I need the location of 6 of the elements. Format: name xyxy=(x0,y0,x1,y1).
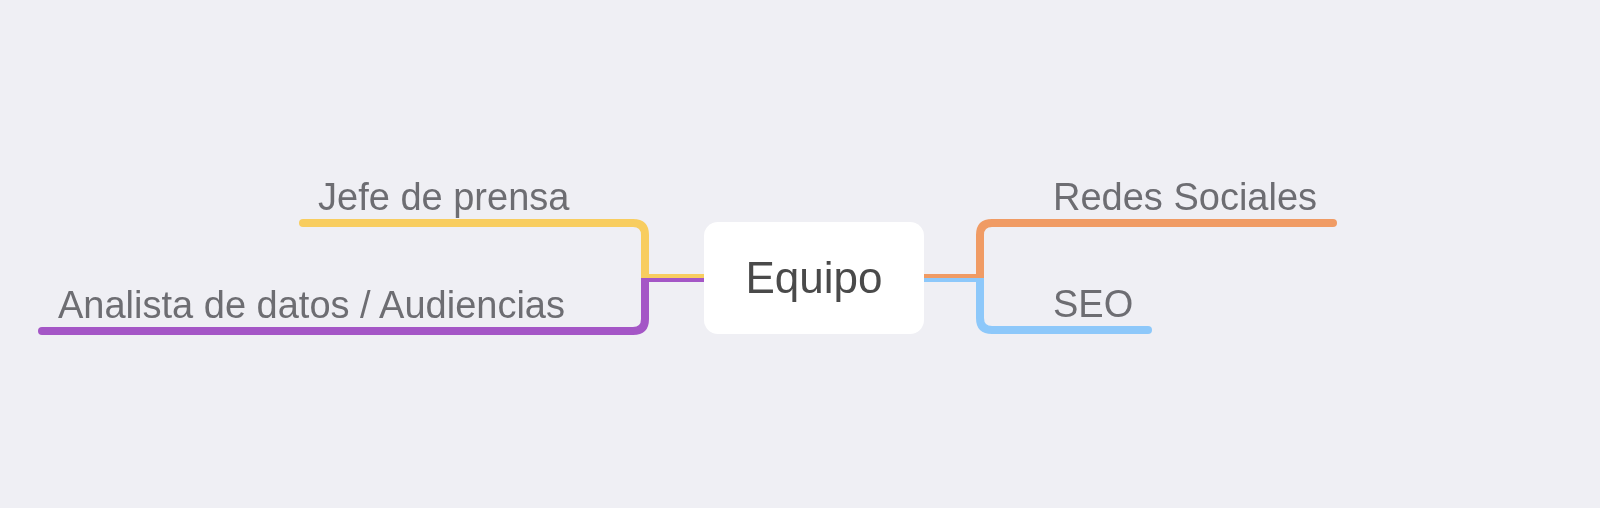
subtopic-label: Jefe de prensa xyxy=(318,175,570,219)
subtopic-label: Redes Sociales xyxy=(1053,175,1318,219)
subtopic-label: SEO xyxy=(1053,282,1134,326)
central-topic-box xyxy=(704,222,924,334)
subtopic-label: Analista de datos / Audiencias xyxy=(58,283,565,327)
central-topic-label: Equipo xyxy=(745,252,883,304)
